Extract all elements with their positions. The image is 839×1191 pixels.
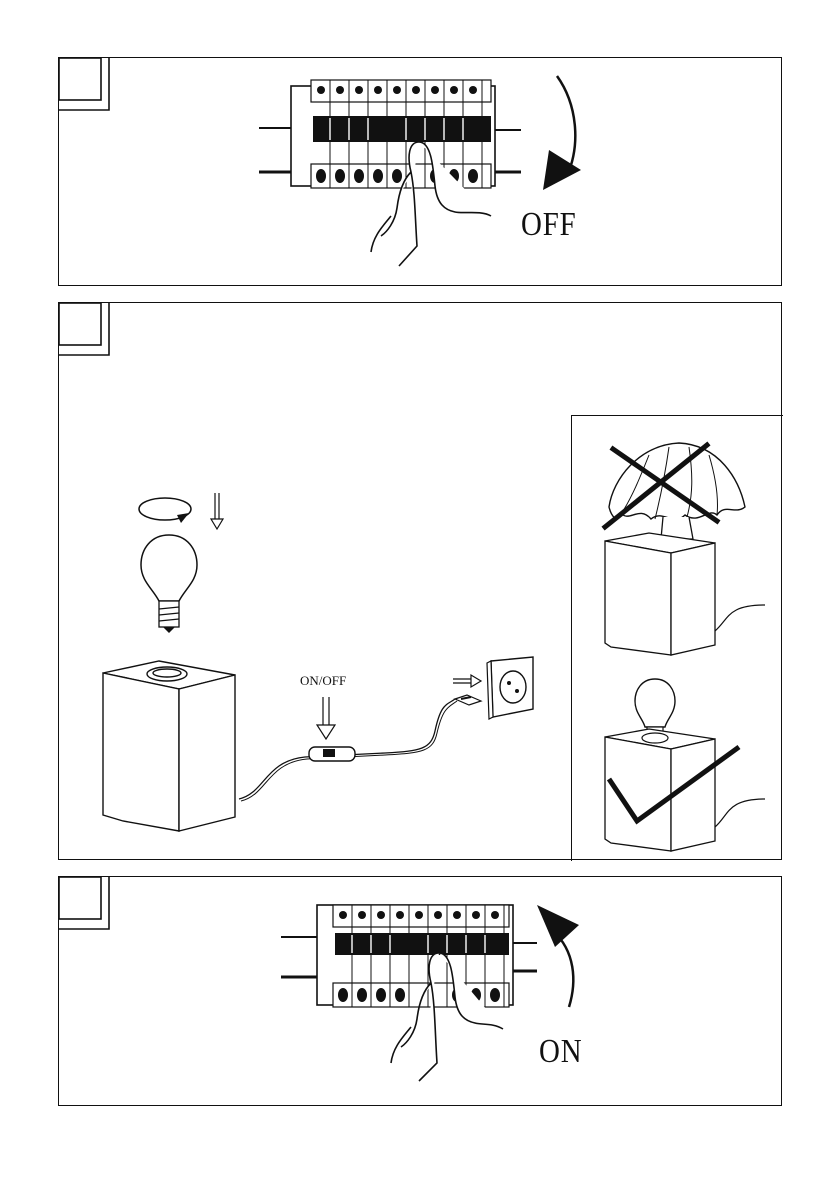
step-1-panel: OFF (58, 57, 782, 286)
step-number-tab (59, 303, 119, 363)
lamp-bulb-correct (589, 675, 779, 855)
rotate-arrow-icon (535, 901, 615, 1021)
lamp-with-shade-wrong (589, 435, 779, 657)
light-bulb-icon (139, 533, 199, 635)
step-number-tab (59, 58, 119, 118)
wall-socket-icon (451, 655, 541, 725)
on-label: ON (539, 1033, 582, 1071)
lamp-base-icon (99, 659, 239, 835)
breaker-panel-icon (259, 76, 559, 266)
rotate-arrow-icon (537, 74, 617, 214)
step-3-panel: ON (58, 876, 782, 1106)
step-2-panel: ON/OFF (58, 302, 782, 860)
on-off-label: ON/OFF (300, 673, 346, 689)
rotate-arrow-icon (137, 491, 237, 531)
step-number-tab (59, 877, 119, 937)
off-label: OFF (521, 206, 577, 244)
